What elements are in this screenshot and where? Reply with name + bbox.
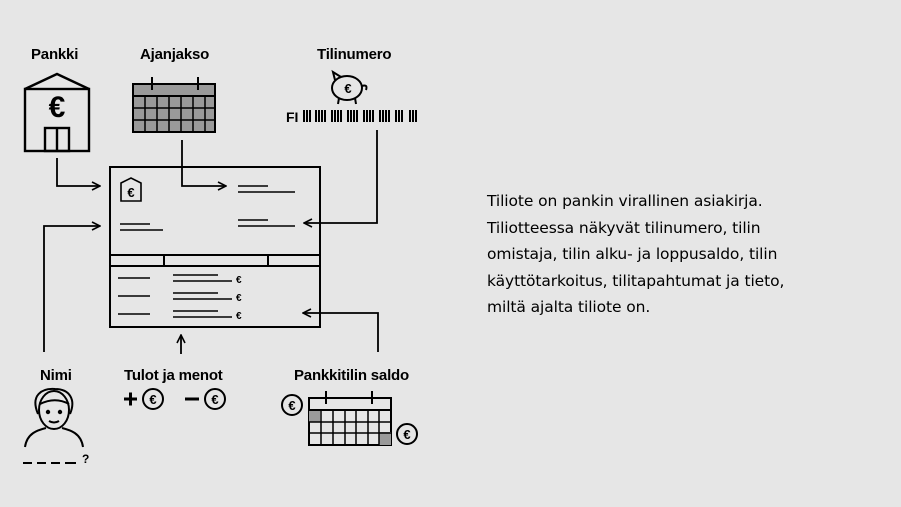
calendar-icon xyxy=(132,77,216,133)
balance-start-euro-icon xyxy=(281,394,303,416)
transaction-euro-1: € xyxy=(236,275,242,286)
income-euro-circle-icon xyxy=(142,388,164,410)
arrow-period xyxy=(181,140,226,186)
label-bank: Pankki xyxy=(31,46,79,63)
document-bank-logo-icon xyxy=(120,177,142,202)
expense-euro-circle-icon xyxy=(204,388,226,410)
description-line: miltä ajalta tiliote on. xyxy=(487,298,651,316)
income-euro: € xyxy=(149,392,156,407)
piggy-euro-symbol: € xyxy=(344,81,351,96)
transaction-euro-2: € xyxy=(236,293,242,304)
balance-end-euro: € xyxy=(403,427,410,442)
document-logo-euro: € xyxy=(127,185,134,200)
label-period: Ajanjakso xyxy=(140,46,210,63)
piggy-bank-icon xyxy=(331,69,368,105)
balance-start-euro: € xyxy=(288,398,295,413)
arrow-account-number xyxy=(304,130,378,223)
iban-prefix: FI xyxy=(286,109,298,125)
account-number-barcode xyxy=(303,110,417,122)
label-balance: Pankkitilin saldo xyxy=(294,367,409,384)
label-account-number: Tilinumero xyxy=(317,46,392,63)
person-icon xyxy=(24,387,84,448)
connector-arrows xyxy=(43,130,379,354)
arrow-name xyxy=(43,226,100,352)
bank-building-icon xyxy=(23,72,91,153)
arrow-bank xyxy=(56,158,100,186)
description-line: Tiliotteessa näkyvät tilinumero, tilin xyxy=(487,218,761,237)
description-line: Tiliote on pankin virallinen asiakirja. xyxy=(487,192,763,210)
arrow-balance xyxy=(303,313,379,352)
balance-end-euro-icon xyxy=(396,423,418,445)
statement-document xyxy=(109,166,321,328)
label-name: Nimi xyxy=(40,367,72,384)
label-income-expenses: Tulot ja menot xyxy=(124,367,223,384)
description-line: käyttötarkoitus, tilitapahtumat ja tieto… xyxy=(487,271,785,290)
transaction-euro-3: € xyxy=(236,311,242,322)
description-text: Tiliote on pankin virallinen asiakirja. … xyxy=(487,188,837,321)
balance-calendar-icon xyxy=(308,391,392,446)
bank-euro-symbol: € xyxy=(49,91,66,124)
plus-icon xyxy=(124,392,137,406)
name-question-mark: ? xyxy=(82,452,89,466)
expense-euro: € xyxy=(211,392,218,407)
description-line: omistaja, tilin alku- ja loppusaldo, til… xyxy=(487,245,778,263)
